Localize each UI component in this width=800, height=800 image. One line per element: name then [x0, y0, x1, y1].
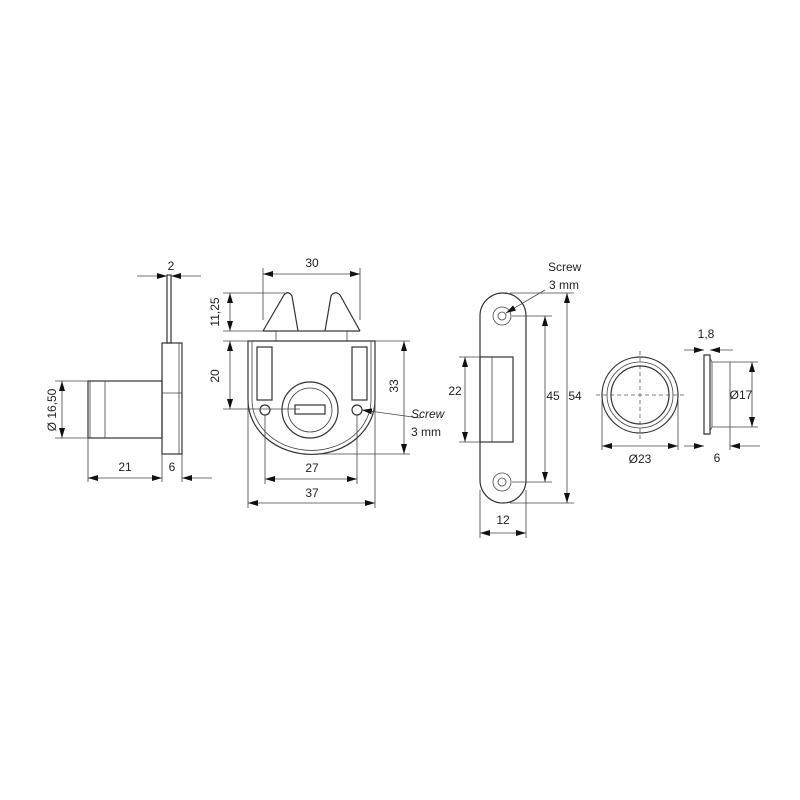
dim-body-height: 33 — [387, 379, 401, 393]
dim-key-height: 20 — [208, 369, 222, 383]
plate-screw-label: Screw — [548, 260, 582, 274]
dim-hole-spacing: 45 — [546, 389, 560, 403]
front-screw-size: 3 mm — [411, 425, 441, 439]
dim-latch-width: 30 — [305, 256, 319, 270]
dim-ring-diameter: Ø23 — [629, 452, 652, 466]
dim-ring-depth: 6 — [714, 451, 721, 465]
plate-screw-size: 3 mm — [549, 278, 579, 292]
dim-plate-width: 12 — [496, 513, 510, 527]
dim-pin-width: 2 — [168, 259, 175, 273]
ring-front-view — [596, 351, 684, 450]
dim-ring-flange: 1,8 — [698, 327, 715, 341]
dim-body-width: 37 — [305, 486, 319, 500]
lock-front-view — [223, 268, 421, 508]
dim-recess-height: 22 — [448, 384, 462, 398]
dim-cylinder-diameter: Ø 16,50 — [45, 388, 59, 431]
front-screw-label: Screw — [411, 407, 446, 421]
dim-ring-inner-diameter: Ø17 — [730, 388, 753, 402]
strike-plate — [459, 289, 574, 538]
dim-plate-height: 54 — [568, 389, 582, 403]
lock-side-view — [55, 273, 212, 482]
ring-side-view — [684, 347, 760, 450]
dim-latch-height: 11,25 — [208, 297, 222, 326]
dim-flange-thickness: 6 — [169, 460, 176, 474]
dim-screw-spacing: 27 — [305, 461, 319, 475]
dim-cylinder-length: 21 — [118, 460, 132, 474]
